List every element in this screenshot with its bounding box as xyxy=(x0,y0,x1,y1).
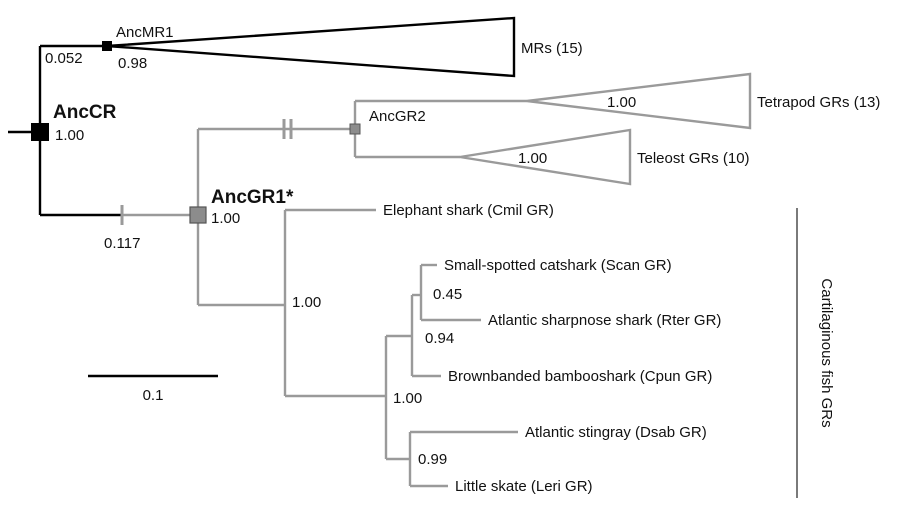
anccr-branch-length: 0.052 xyxy=(45,50,83,67)
taxon-catshark: Small-spotted catshark (Scan GR) xyxy=(444,257,672,274)
ancgr1-label: AncGR1* xyxy=(211,187,294,208)
ancgr2-node-marker xyxy=(349,123,361,135)
ancmr1-support: 0.98 xyxy=(118,55,147,72)
anccr-label: AncCR xyxy=(53,102,117,123)
teleost-grs-collapsed-clade xyxy=(459,128,632,186)
mrs-collapsed-clade xyxy=(106,16,516,78)
node-markers xyxy=(31,41,361,224)
branch-breaks xyxy=(120,119,293,225)
mr-lineage xyxy=(8,16,516,217)
ancmr1-label: AncMR1 xyxy=(116,24,174,41)
elasmobranch-support: 1.00 xyxy=(393,390,422,407)
ancmr1-node-marker xyxy=(102,41,112,51)
taxon-bambooshark: Brownbanded bambooshark (Cpun GR) xyxy=(448,368,712,385)
taxon-stingray: Atlantic stingray (Dsab GR) xyxy=(525,424,707,441)
taxon-sharpnose: Atlantic sharpnose shark (Rter GR) xyxy=(488,312,721,329)
mrs-clade-label: MRs (15) xyxy=(521,40,583,57)
gr-lineage xyxy=(122,72,752,488)
anccr-support: 1.00 xyxy=(55,127,84,144)
teleost-grs-label: Teleost GRs (10) xyxy=(637,150,750,167)
taxon-skate: Little skate (Leri GR) xyxy=(455,478,593,495)
anccr-node-marker xyxy=(31,123,49,141)
ancgr1-support: 1.00 xyxy=(211,210,240,227)
teleost-support: 1.00 xyxy=(518,150,547,167)
catshark-sharpnose-support: 0.45 xyxy=(433,286,462,303)
tetrapod-grs-label: Tetrapod GRs (13) xyxy=(757,94,880,111)
tetrapod-support: 1.00 xyxy=(607,94,636,111)
cartilaginous-group-label: Cartilaginous fish GRs xyxy=(818,278,835,427)
ancgr2-label: AncGR2 xyxy=(369,108,426,125)
scale-bar-label: 0.1 xyxy=(143,387,164,404)
batoids-support: 0.99 xyxy=(418,451,447,468)
tetrapod-grs-collapsed-clade xyxy=(526,72,752,130)
taxon-elephant-shark: Elephant shark (Cmil GR) xyxy=(383,202,554,219)
ancgr1-branch-length: 0.117 xyxy=(104,235,140,252)
cartilaginous-support: 1.00 xyxy=(292,294,321,311)
sharks-support: 0.94 xyxy=(425,330,454,347)
ancgr1-node-marker xyxy=(189,206,207,224)
